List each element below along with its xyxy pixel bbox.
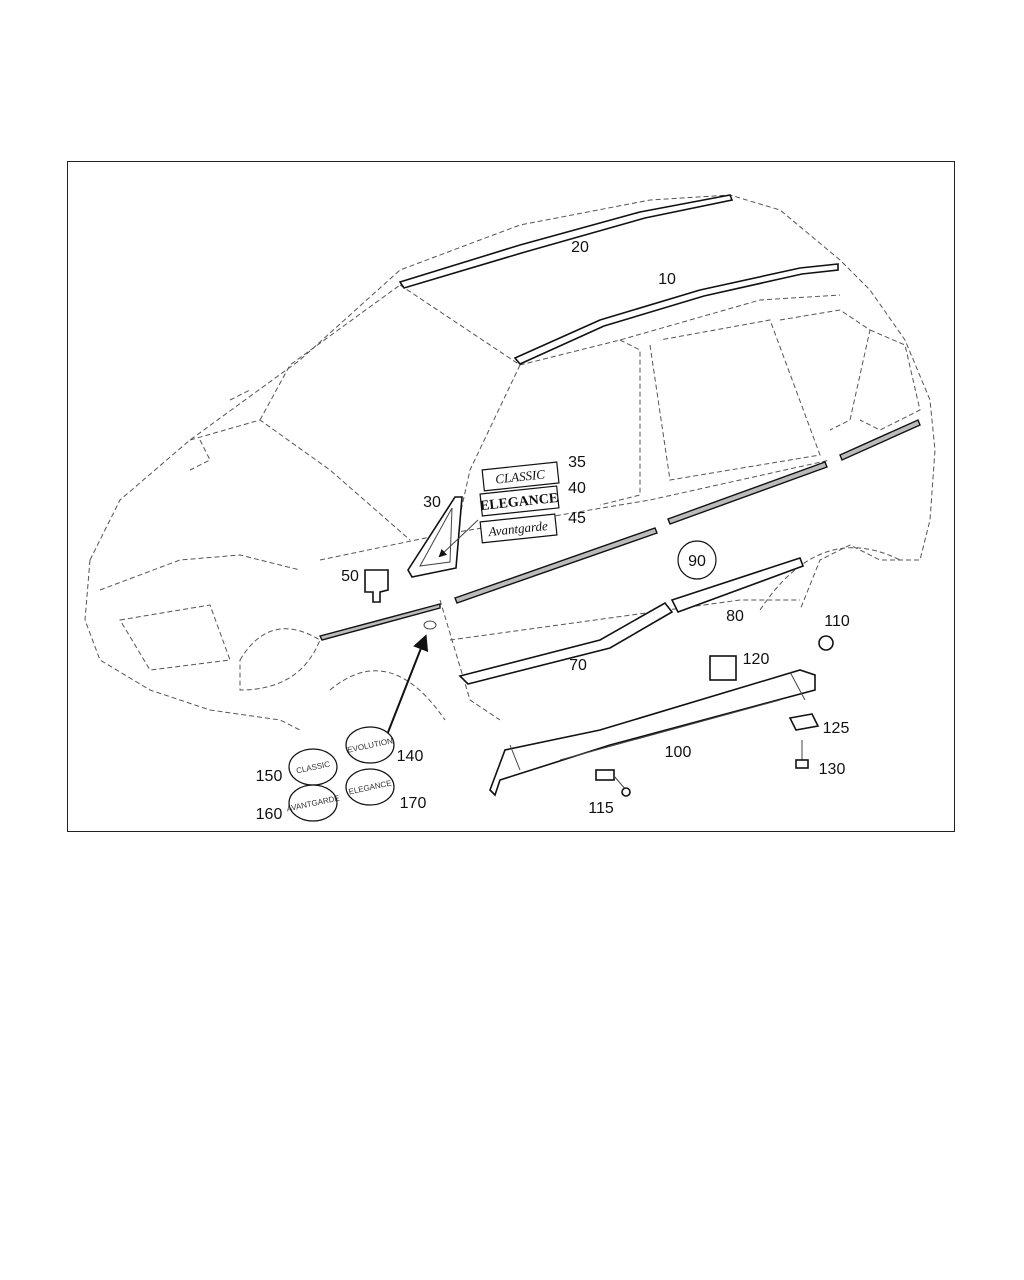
sill-panel-100 (489, 669, 816, 797)
callout-115: 115 (588, 800, 614, 817)
side-trim-upper-rear (667, 461, 828, 525)
callout-130: 130 (819, 761, 846, 778)
side-trim-upper-front (318, 603, 441, 641)
callout-140: 140 (397, 748, 424, 765)
diagram-frame (67, 161, 955, 832)
door-moulding-70 (458, 601, 674, 685)
callout-50: 50 (341, 568, 359, 585)
badge-avantgarde-text: Avantgarde (487, 518, 549, 539)
pad-120 (709, 655, 737, 681)
badge-classic-35: CLASSIC (481, 461, 560, 492)
callout-160: 160 (256, 806, 283, 823)
callout-150: 150 (256, 768, 283, 785)
badge-classic-text: CLASSIC (494, 466, 545, 486)
badge-avantgarde-45: Avantgarde (479, 513, 558, 544)
roof-rail-10 (513, 263, 839, 365)
callout-35: 35 (568, 454, 586, 471)
callout-10: 10 (658, 271, 676, 288)
callout-70: 70 (569, 657, 587, 674)
badge-elegance-40: ELEGANCE (479, 485, 560, 517)
callout-circle-90 (677, 540, 717, 580)
clip-50 (364, 569, 389, 603)
roof-rail-20 (398, 194, 734, 289)
side-trim-upper-mid (454, 527, 658, 604)
callout-40: 40 (568, 480, 586, 497)
emblem-classic-150: CLASSIC (288, 748, 338, 786)
emblem-elegance-170: ELEGANCE (345, 768, 395, 806)
clip-125 (788, 713, 820, 731)
callout-90: 90 (688, 553, 706, 570)
side-trim-rear-quarter (839, 419, 921, 461)
callout-30: 30 (423, 494, 441, 511)
callout-100: 100 (665, 744, 692, 761)
callout-170: 170 (400, 795, 427, 812)
callout-125: 125 (823, 720, 850, 737)
callout-80: 80 (726, 608, 744, 625)
emblem-avantgarde-160: AVANTGARDE (286, 784, 340, 822)
rivet-115 (595, 769, 631, 797)
screw-130 (795, 740, 809, 769)
door-moulding-80 (670, 557, 805, 613)
callout-20: 20 (571, 239, 589, 256)
callout-120: 120 (743, 651, 770, 668)
emblem-evolution-140: EVOLUTION (345, 726, 395, 764)
car-body-outline (84, 194, 936, 731)
callout-110: 110 (824, 613, 850, 630)
callout-45: 45 (568, 510, 586, 527)
nut-110 (818, 635, 834, 651)
mirror-triangle-30 (407, 496, 463, 578)
